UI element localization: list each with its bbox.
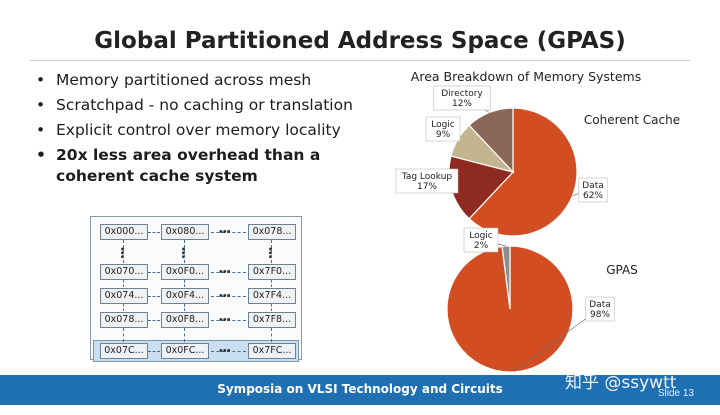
data-label-box <box>425 116 461 142</box>
chart-title: Area Breakdown of Memory Systems <box>411 69 641 84</box>
slice-value-label: 62% <box>583 191 603 201</box>
mesh-link <box>184 280 185 287</box>
pie-slice-directory <box>468 107 514 174</box>
mesh-ellipsis-vertical: ••• <box>116 247 128 259</box>
mesh-link <box>184 328 185 342</box>
mesh-tile: 0x0FC... <box>161 343 209 359</box>
slide-number: Slide 13 <box>657 388 694 399</box>
mesh-tile: 0x070... <box>100 264 148 280</box>
mesh-address-diagram: 0x000... 0x080... 0x078... ••• 0x070... 0x0F0… <box>90 216 302 362</box>
mesh-link <box>148 296 160 297</box>
footer-text: Symposia on VLSI Technology and Circuits <box>217 382 503 396</box>
area-breakdown-charts: Area Breakdown of Memory SystemsCoherent… <box>395 69 680 372</box>
mesh-link <box>271 240 272 263</box>
mesh-link <box>148 320 160 321</box>
data-label-box <box>578 177 608 203</box>
page-title: Global Partitioned Address Space (GPAS) <box>94 28 626 54</box>
mesh-link <box>148 351 160 352</box>
mesh-tile: 0x7F4... <box>248 288 296 304</box>
slice-name-label: Data <box>582 181 604 191</box>
data-label-box <box>463 227 499 253</box>
mesh-link <box>211 272 246 273</box>
chart-label-coherent-cache: Coherent Cache <box>584 113 680 127</box>
mesh-tile: 0x7FC... <box>248 343 296 359</box>
mesh-link <box>271 280 272 287</box>
mesh-ellipsis-vertical: ••• <box>264 247 276 259</box>
mesh-link <box>211 296 246 297</box>
mesh-link <box>148 272 160 273</box>
mesh-tile: 0x07C... <box>100 343 148 359</box>
mesh-ellipsis: ••• <box>219 314 231 326</box>
data-label-box <box>395 168 459 194</box>
mesh-ellipsis: ••• <box>219 345 231 357</box>
slice-name-label: Directory <box>441 89 483 99</box>
slice-value-label: 17% <box>417 182 437 192</box>
data-label-box <box>433 85 491 111</box>
mesh-link <box>123 304 124 311</box>
data-label-box <box>585 296 615 322</box>
mesh-link <box>211 351 246 352</box>
mesh-tile: 0x078... <box>100 312 148 328</box>
slice-name-label: Tag Lookup <box>401 172 453 182</box>
mesh-tile: 0x0F0... <box>161 264 209 280</box>
mesh-ellipsis: ••• <box>219 266 231 278</box>
bullet-item: Explicit control over memory locality <box>36 118 376 143</box>
mesh-ellipsis-vertical: ••• <box>177 247 189 259</box>
mesh-link <box>123 280 124 287</box>
mesh-link <box>211 320 246 321</box>
bullet-item: Scratchpad - no caching or translation <box>36 93 376 118</box>
watermark: 知乎 @ssywtt <box>565 373 677 393</box>
bullet-item: Memory partitioned across mesh <box>36 68 376 93</box>
slice-name-label: Logic <box>431 120 455 130</box>
bullet-list: Memory partitioned across mesh Scratchpa… <box>36 68 376 187</box>
mesh-tile: 0x080... <box>161 224 209 240</box>
mesh-link <box>123 328 124 342</box>
mesh-link <box>271 304 272 311</box>
chart-label-gpas: GPAS <box>606 263 638 277</box>
mesh-tile: 0x074... <box>100 288 148 304</box>
mesh-tile: 0x0F4... <box>161 288 209 304</box>
pie-slice-logic <box>501 245 511 310</box>
mesh-link <box>184 240 185 263</box>
mesh-link <box>211 232 246 233</box>
title-divider <box>30 60 690 61</box>
slice-value-label: 2% <box>474 241 489 251</box>
bullet-item-emphasis: 20x less area overhead than a coherent ca… <box>36 145 376 187</box>
slice-name-label: Logic <box>469 231 493 241</box>
slice-name-label: Data <box>589 300 611 310</box>
mesh-ellipsis: ••• <box>219 290 231 302</box>
slice-value-label: 98% <box>590 310 610 320</box>
mesh-tile: 0x000... <box>100 224 148 240</box>
mesh-tile: 0x078... <box>248 224 296 240</box>
mesh-link <box>184 304 185 311</box>
mesh-tile: 0x7F0... <box>248 264 296 280</box>
mesh-tile: 0x0F8... <box>161 312 209 328</box>
slice-value-label: 9% <box>436 130 451 140</box>
mesh-link <box>123 240 124 263</box>
footer-bar <box>0 375 720 405</box>
mesh-ellipsis: ••• <box>219 226 231 238</box>
mesh-link <box>148 232 160 233</box>
slice-value-label: 12% <box>452 99 472 109</box>
mesh-link <box>271 328 272 342</box>
mesh-tile: 0x7F8... <box>248 312 296 328</box>
bullet-strong-line: coherent cache system <box>56 167 258 185</box>
bullet-strong-line: 20x less area overhead than a <box>56 146 321 164</box>
